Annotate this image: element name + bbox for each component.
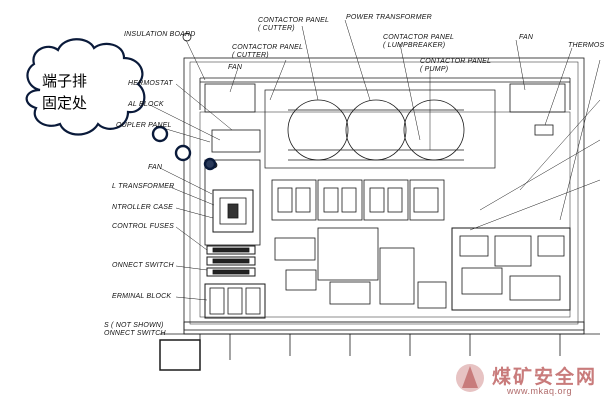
label-contactor-lumpbreaker: CONTACTOR PANEL ( LUMPBREAKER): [383, 34, 455, 49]
label-control-transformer: L TRANSFORMER: [112, 183, 175, 190]
cabinet-outline: [183, 57, 585, 331]
thermostat-box: [534, 124, 554, 136]
control-transformer: [212, 189, 254, 233]
watermark-text: 煤矿安全网: [492, 366, 598, 388]
power-transformer-frame: [264, 89, 496, 169]
label-coupler-panel: OUPLER PANEL: [116, 122, 172, 129]
label-power-transformer: POWER TRANSFORMER: [346, 14, 432, 21]
annotation-line-1: 端子排: [42, 72, 88, 90]
annotation-cloud: [25, 38, 146, 136]
label-contactor-cutter-top: CONTACTOR PANEL ( CUTTER): [258, 17, 330, 32]
annotation-bubbles: [151, 125, 217, 171]
coupler-panel: [211, 129, 261, 153]
label-terminal-block-bottom: ERMINAL BLOCK: [112, 293, 172, 300]
label-fan-left: FAN: [148, 164, 163, 171]
watermark-url: www.mkaq.org: [507, 386, 573, 396]
label-fan-top-left: FAN: [228, 64, 243, 71]
label-fan-top-right: FAN: [519, 34, 534, 41]
label-not-shown: S ( NOT SHOWN) ONNECT SWITCH: [104, 322, 166, 337]
label-disconnect-switch: ONNECT SWITCH: [112, 262, 174, 269]
label-control-fuses: CONTROL FUSES: [112, 223, 174, 230]
annotation-line-2: 固定处: [42, 94, 88, 112]
fan-left-box: [204, 159, 261, 246]
label-insulation-board: INSULATION BOARD: [124, 31, 196, 38]
controller-board: [451, 227, 571, 311]
transformer-coils: [287, 99, 465, 161]
label-thermostat-left: HERMOSTAT: [128, 80, 173, 87]
fan-top-right: [509, 83, 566, 113]
label-contactor-cutter-left: CONTACTOR PANEL ( CUTTER): [232, 44, 304, 59]
label-thermostat-right: THERMOS: [568, 42, 605, 49]
contactor-panels: [271, 179, 445, 221]
control-fuses: [206, 245, 256, 277]
annotation-text: 端子排 固定处: [42, 70, 122, 114]
label-terminal-block-top: AL BLOCK: [128, 101, 164, 108]
fan-top-left: [204, 83, 256, 113]
watermark-logo: [456, 364, 484, 392]
label-contactor-pump: CONTACTOR PANEL ( PUMP): [420, 58, 492, 73]
label-controller-case: NTROLLER CASE: [112, 204, 173, 211]
disconnect-switch: [204, 283, 266, 319]
